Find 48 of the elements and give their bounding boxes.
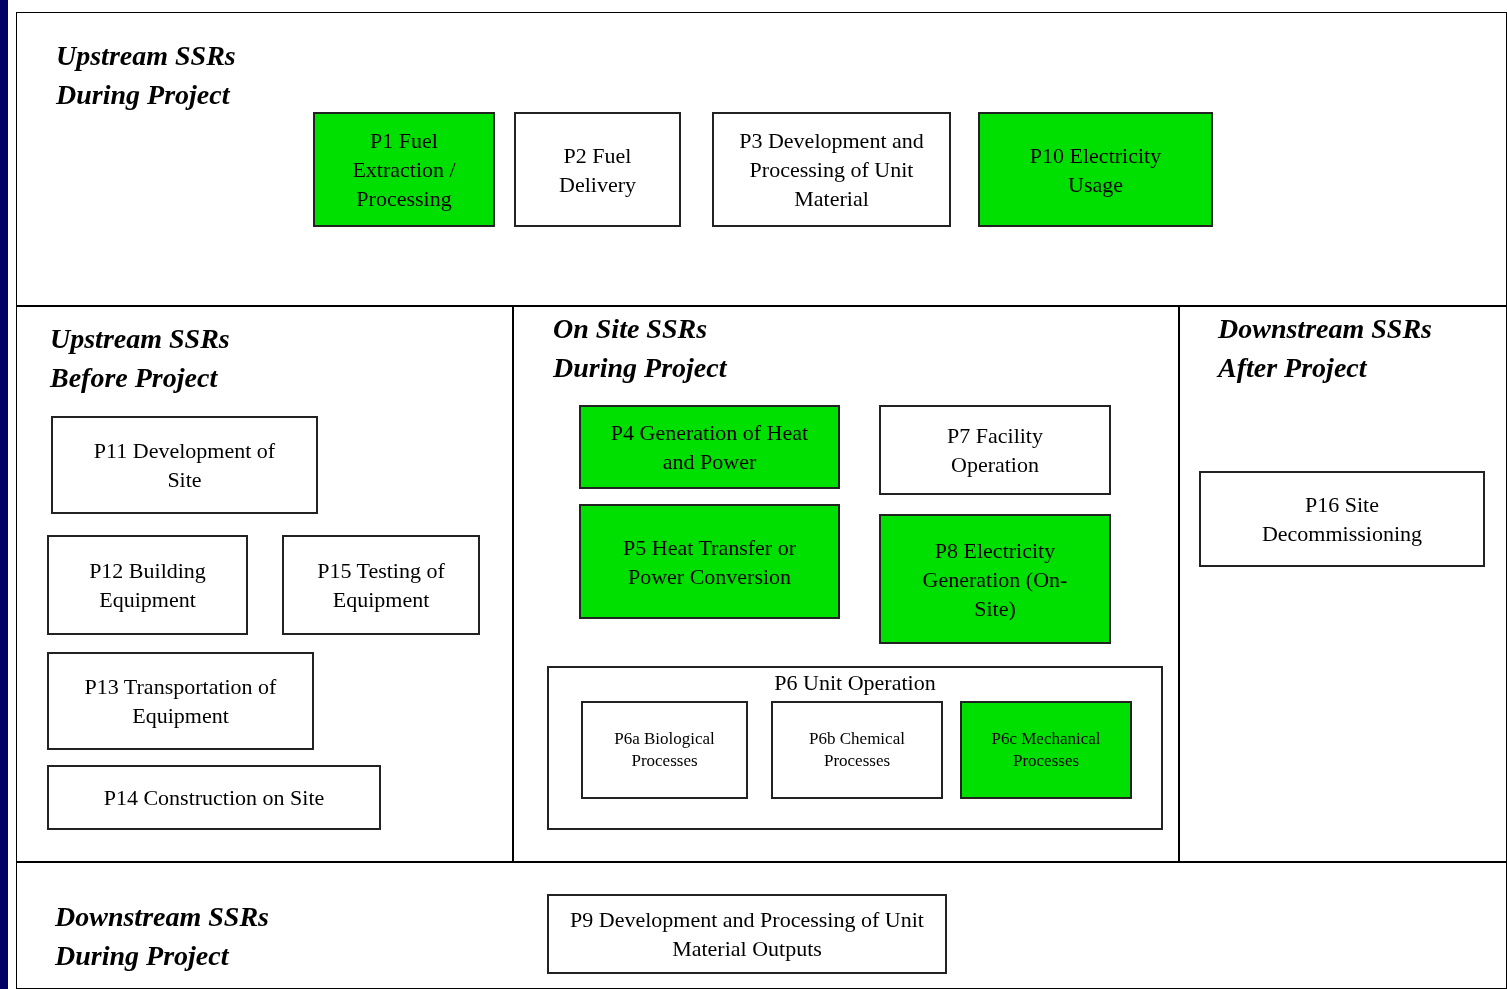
section-heading: Upstream SSRs Before Project [50, 322, 231, 395]
region-panel [513, 306, 1179, 862]
region-panel [16, 862, 1507, 989]
process-box [581, 701, 748, 799]
process-box [282, 535, 480, 635]
box-label: P9 Development and Processing of Unit Material Outputs [569, 906, 925, 963]
process-box [960, 701, 1132, 799]
process-box [579, 405, 840, 489]
box-label: P11 Development of Site [92, 437, 277, 494]
process-box [579, 504, 840, 619]
box-label: P5 Heat Transfer or Power Conversion [622, 533, 797, 591]
group-label: P6 Unit Operation [773, 669, 937, 697]
box-label: P15 Testing of Equipment [316, 557, 446, 614]
box-label: P4 Generation of Heat and Power [609, 419, 810, 476]
box-label: P1 Fuel Extraction / Processing [351, 127, 457, 213]
box-label: P16 Site Decommissioning [1260, 491, 1424, 548]
group-box [547, 666, 1163, 830]
region-panel [16, 12, 1507, 306]
process-box [712, 112, 951, 227]
box-label: P2 Fuel Delivery [558, 141, 637, 199]
section-heading: Downstream SSRs After Project [1218, 312, 1433, 385]
region-panel [16, 306, 513, 862]
process-box [47, 765, 381, 830]
process-box [313, 112, 495, 227]
region-panel [1179, 306, 1507, 862]
process-box [1199, 471, 1485, 567]
process-box [879, 514, 1111, 644]
box-label: P12 Building Equipment [88, 557, 207, 614]
box-label: P8 Electricity Generation (On-Site) [921, 536, 1069, 623]
section-heading: On Site SSRs During Project [553, 312, 728, 385]
box-label: P14 Construction on Site [102, 784, 326, 812]
process-box [47, 535, 248, 635]
process-box [47, 652, 314, 750]
process-box [547, 894, 947, 974]
box-label: P6c Mechanical Processes [991, 728, 1101, 772]
box-label: P6a Biological Processes [613, 728, 716, 772]
section-heading: Upstream SSRs During Project [56, 39, 237, 112]
box-label: P10 Electricity Usage [1028, 141, 1163, 199]
box-label: P3 Development and Processing of Unit Material [738, 127, 925, 213]
box-label: P6b Chemical Processes [808, 728, 906, 772]
process-box [771, 701, 943, 799]
process-box [514, 112, 681, 227]
process-box [978, 112, 1213, 227]
section-heading: Downstream SSRs During Project [55, 900, 270, 973]
box-label: P13 Transportation of Equipment [83, 673, 278, 730]
box-label: P7 Facility Operation [946, 422, 1044, 479]
process-box [51, 416, 318, 514]
process-box [879, 405, 1111, 495]
